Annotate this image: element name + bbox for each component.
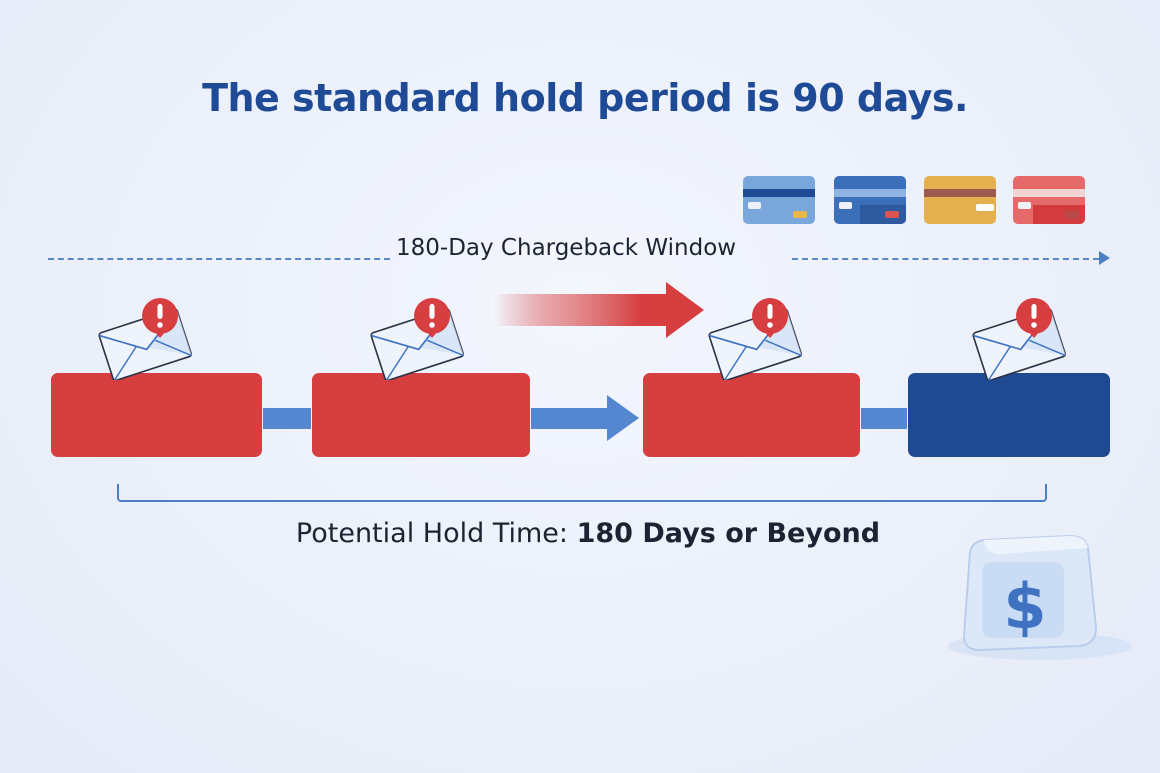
connector-arrow-icon (531, 395, 639, 441)
fast-forward-arrow-icon (494, 282, 704, 338)
envelope-alert-icon-2 (370, 298, 465, 380)
yellow-card-icon (924, 176, 996, 224)
page-title: The standard hold period is 90 days. (202, 76, 968, 120)
connector-3 (861, 408, 907, 429)
envelope-alert-icon-1 (98, 298, 193, 380)
hold-time-emphasis: 180 Days or Beyond (576, 518, 881, 549)
ice-cube-dollar-icon: $ (948, 534, 1132, 660)
stage-box-2 (312, 373, 530, 457)
hold-time-bracket (117, 484, 1047, 502)
chargeback-window-label: 180-Day Chargeback Window (396, 235, 737, 261)
envelope-alert-icon-4 (972, 298, 1067, 380)
hold-time-label: Potential Hold Time: 180 Days or Beyond (0, 518, 1160, 549)
dollar-sign: $ (1003, 570, 1046, 643)
connector-1 (263, 408, 311, 429)
blue-card-icon (834, 176, 906, 224)
stage-box-1 (51, 373, 262, 457)
timeline-dash-right (792, 258, 1099, 260)
red-card-icon (1013, 176, 1085, 224)
hold-time-prefix: Potential Hold Time: (295, 518, 577, 549)
stage-box-4 (908, 373, 1110, 457)
light-blue-card-icon (743, 176, 815, 224)
envelope-alert-icon-3 (708, 298, 803, 380)
stage-box-3 (643, 373, 860, 457)
timeline-arrowhead-icon (1099, 251, 1110, 265)
timeline-dash-left (48, 258, 390, 260)
